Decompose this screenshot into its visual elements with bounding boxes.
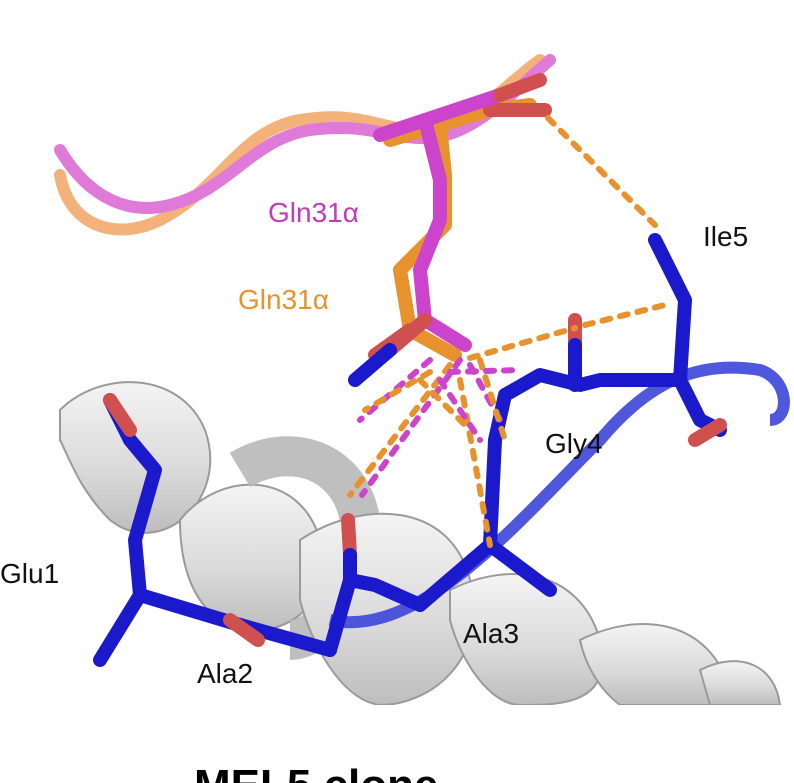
label-ala2: Ala2	[197, 658, 253, 689]
figure-caption: MEL5 clone	[194, 761, 439, 783]
hydrogen-bonds	[347, 115, 668, 548]
label-gly4: Gly4	[545, 428, 603, 459]
gln31-magenta-sticks	[348, 73, 547, 387]
gray-helix-ribbon	[59, 381, 782, 705]
peptide-sticks	[93, 233, 727, 667]
label-gln31-orange: Gln31α	[238, 284, 329, 315]
label-ile5: Ile5	[703, 221, 748, 252]
label-ala3: Ala3	[463, 618, 519, 649]
label-glu1: Glu1	[0, 558, 59, 589]
label-gln31-magenta: Gln31α	[268, 197, 359, 228]
gln31-orange-sticks	[368, 98, 552, 362]
